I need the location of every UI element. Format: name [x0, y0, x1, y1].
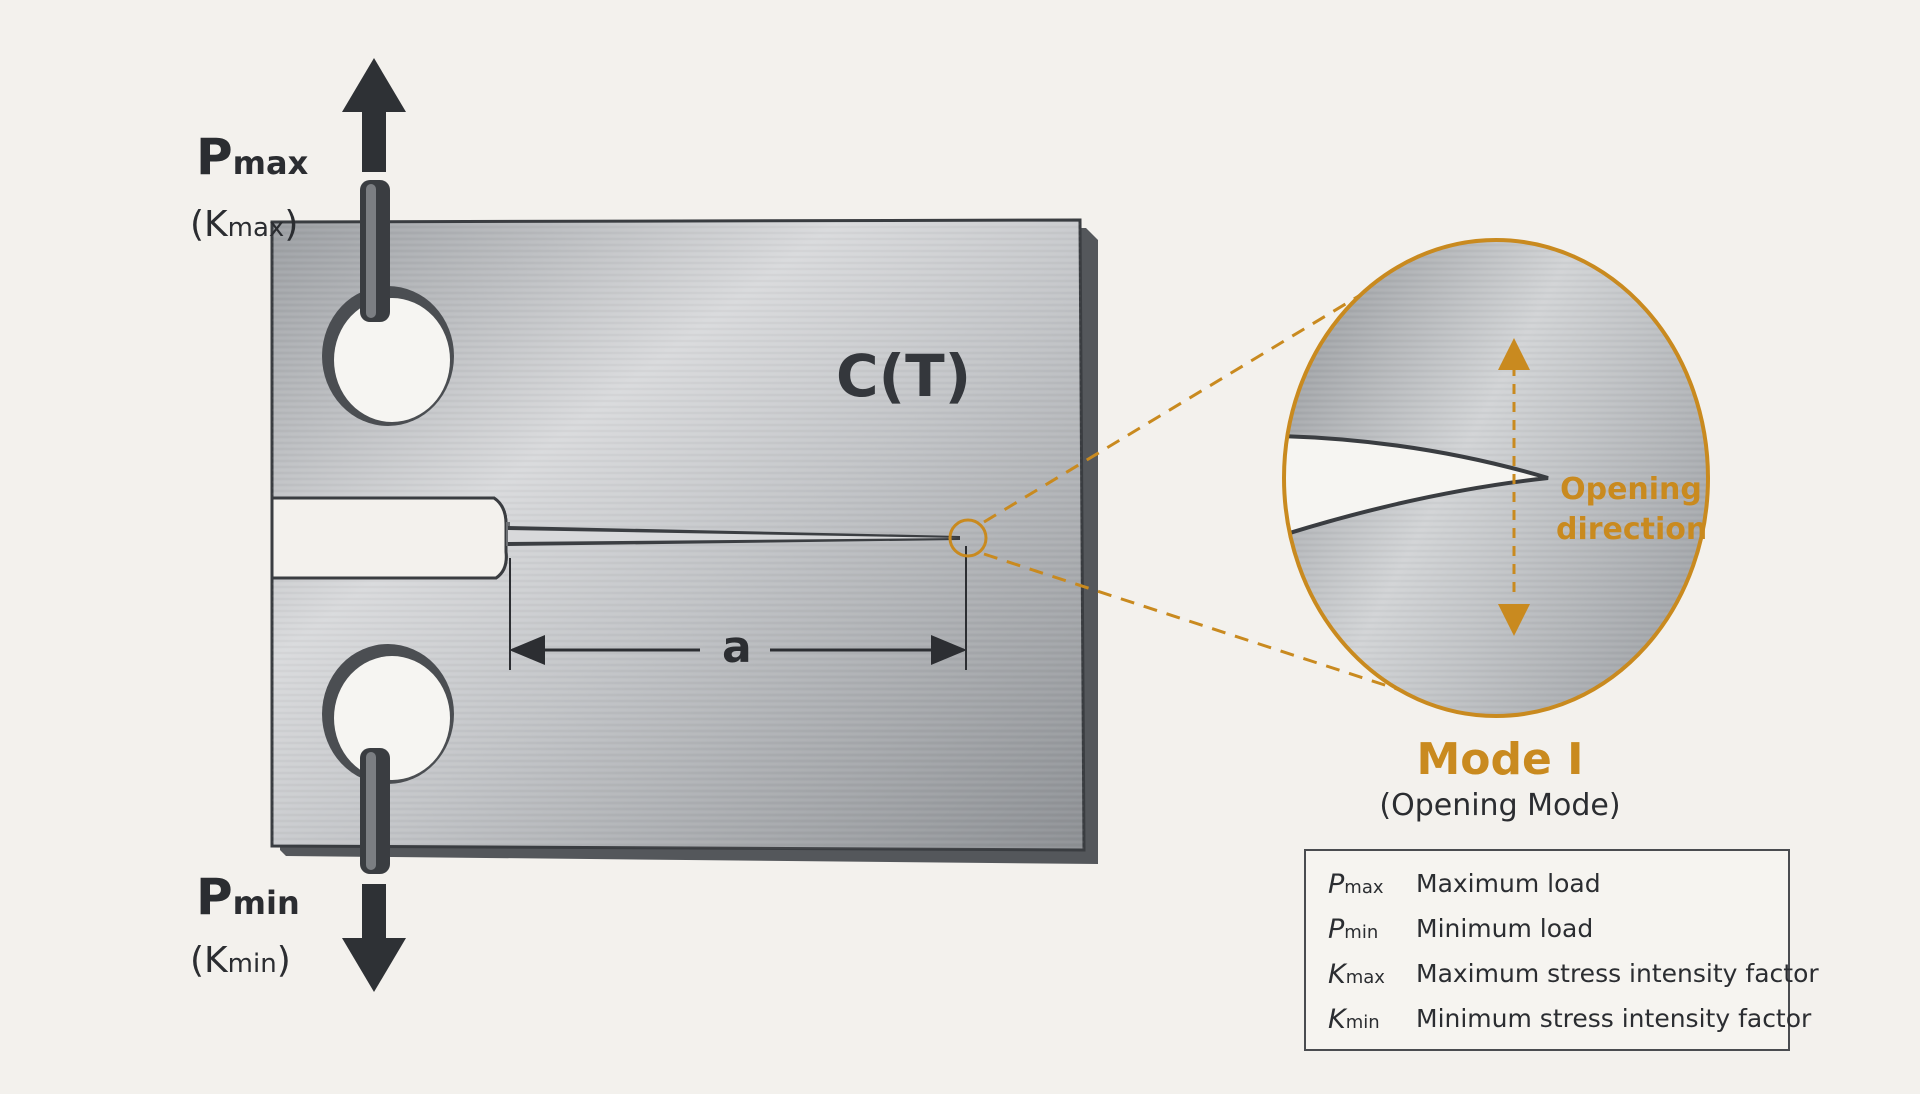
kmin-symbol: K [204, 940, 228, 981]
crack-face-light [508, 530, 958, 542]
upper-pin-hole [322, 286, 454, 426]
legend-description: Maximum stress intensity factor [1416, 959, 1819, 988]
legend-symbol: Pmax [1328, 869, 1384, 900]
legend-symbol: Pmin [1328, 914, 1379, 945]
opening-direction-arrows [1498, 338, 1530, 636]
pmax-symbol: P [196, 128, 233, 186]
upper-load-label: Pmax [196, 128, 308, 186]
upper-load-arrow [342, 58, 406, 172]
pmin-symbol: P [196, 868, 233, 926]
lower-load-label: Pmin [196, 868, 300, 926]
crack-tip-detail [1282, 238, 1710, 718]
mode-title: Mode I [1416, 734, 1584, 785]
kmin-label: (Kmin) [190, 940, 291, 981]
specimen-label: C(T) [836, 342, 972, 410]
lower-pin-hole [322, 644, 454, 784]
legend-box: Pmax Maximum load Pmin Minimum load Kmax… [1304, 849, 1819, 1051]
kmax-label: (Kmax) [190, 204, 299, 245]
legend-description: Maximum load [1416, 869, 1601, 898]
legend-symbol: Kmax [1328, 959, 1385, 990]
kmax-subscript: max [227, 213, 285, 243]
pmax-subscript: max [232, 144, 309, 182]
zoom-leader-lines [983, 286, 1401, 692]
legend-description: Minimum stress intensity factor [1416, 1004, 1812, 1033]
crack-length-label: a [722, 622, 752, 673]
kmax-symbol: K [204, 204, 228, 245]
crack-tip-marker [948, 518, 988, 558]
kmin-subscript: min [227, 949, 277, 979]
lower-load-arrow [342, 884, 406, 992]
opening-direction-label: Opening direction [1556, 470, 1708, 550]
pmin-subscript: min [232, 884, 300, 922]
legend-description: Minimum load [1416, 914, 1594, 943]
mode-subtitle: (Opening Mode) [1379, 788, 1621, 823]
legend-symbol: Kmin [1328, 1004, 1380, 1035]
opening-label-line1: Opening [1560, 472, 1702, 507]
crack-length-dimension [509, 546, 967, 670]
opening-label-line2: direction [1556, 512, 1708, 547]
